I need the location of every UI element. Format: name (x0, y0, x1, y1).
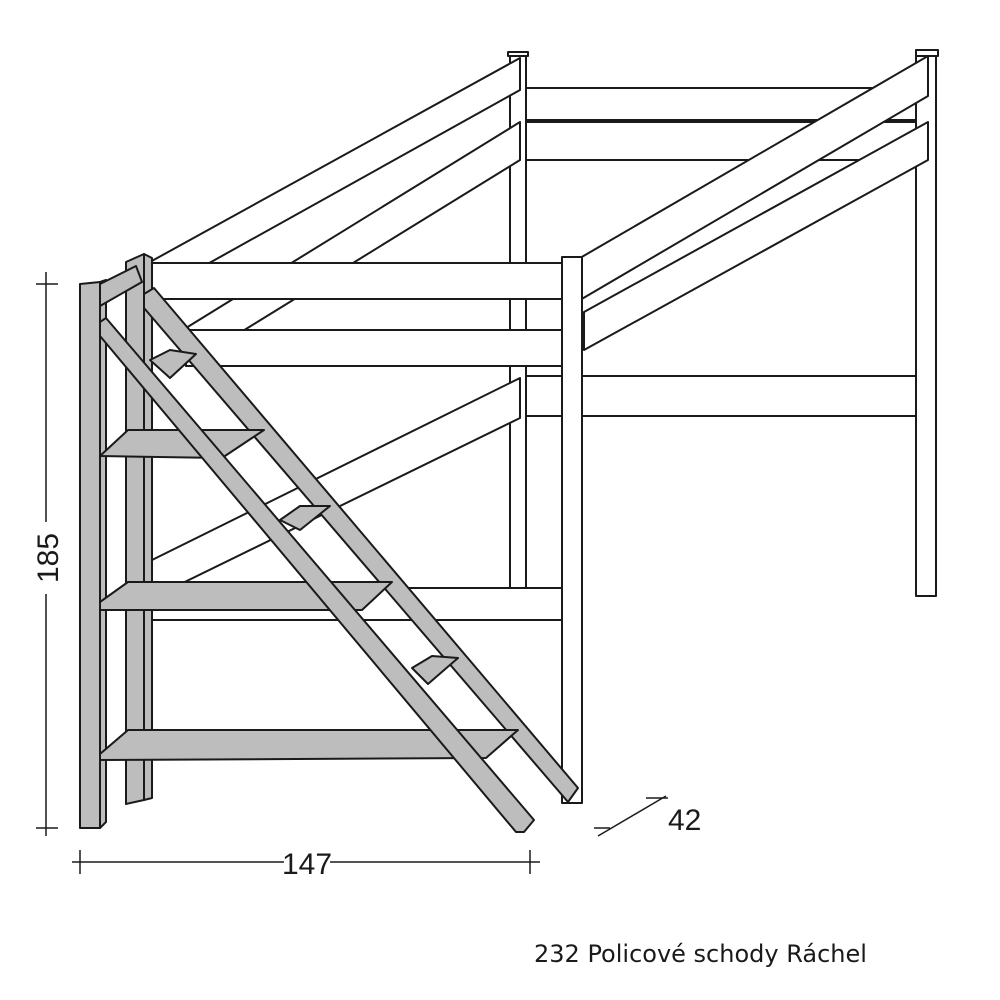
shelf-stairs (79, 253, 579, 833)
dimension-lines (36, 272, 668, 874)
stair-tread-3 (411, 655, 459, 685)
stair-shelf-3 (99, 729, 519, 761)
height-dimension-label: 185 (32, 533, 65, 583)
stair-rear-post (125, 253, 145, 805)
product-caption: 232 Policové schody Ráchel (534, 940, 867, 968)
stair-tread-1 (149, 349, 197, 379)
back-lower-rail (525, 375, 917, 417)
front-second-rail (185, 329, 563, 367)
left-side-lower-rail (151, 377, 521, 599)
front-right-post (561, 256, 583, 804)
stair-front-post (79, 281, 101, 829)
right-side-second-rail (583, 121, 929, 351)
width-dimension-label: 147 (282, 848, 332, 881)
depth-dimension-label: 42 (668, 804, 701, 837)
back-right-post-cap (915, 49, 939, 57)
stair-front-stringer (99, 317, 535, 833)
stair-back-stringer (143, 287, 579, 803)
stair-tread-2 (279, 505, 331, 531)
stair-shelf-1 (99, 429, 265, 459)
stair-rear-post-side (143, 253, 153, 801)
front-top-rail (149, 262, 563, 300)
back-left-post-cap (507, 51, 529, 57)
stair-front-post-side (99, 279, 107, 829)
stair-top-connector (99, 265, 143, 307)
